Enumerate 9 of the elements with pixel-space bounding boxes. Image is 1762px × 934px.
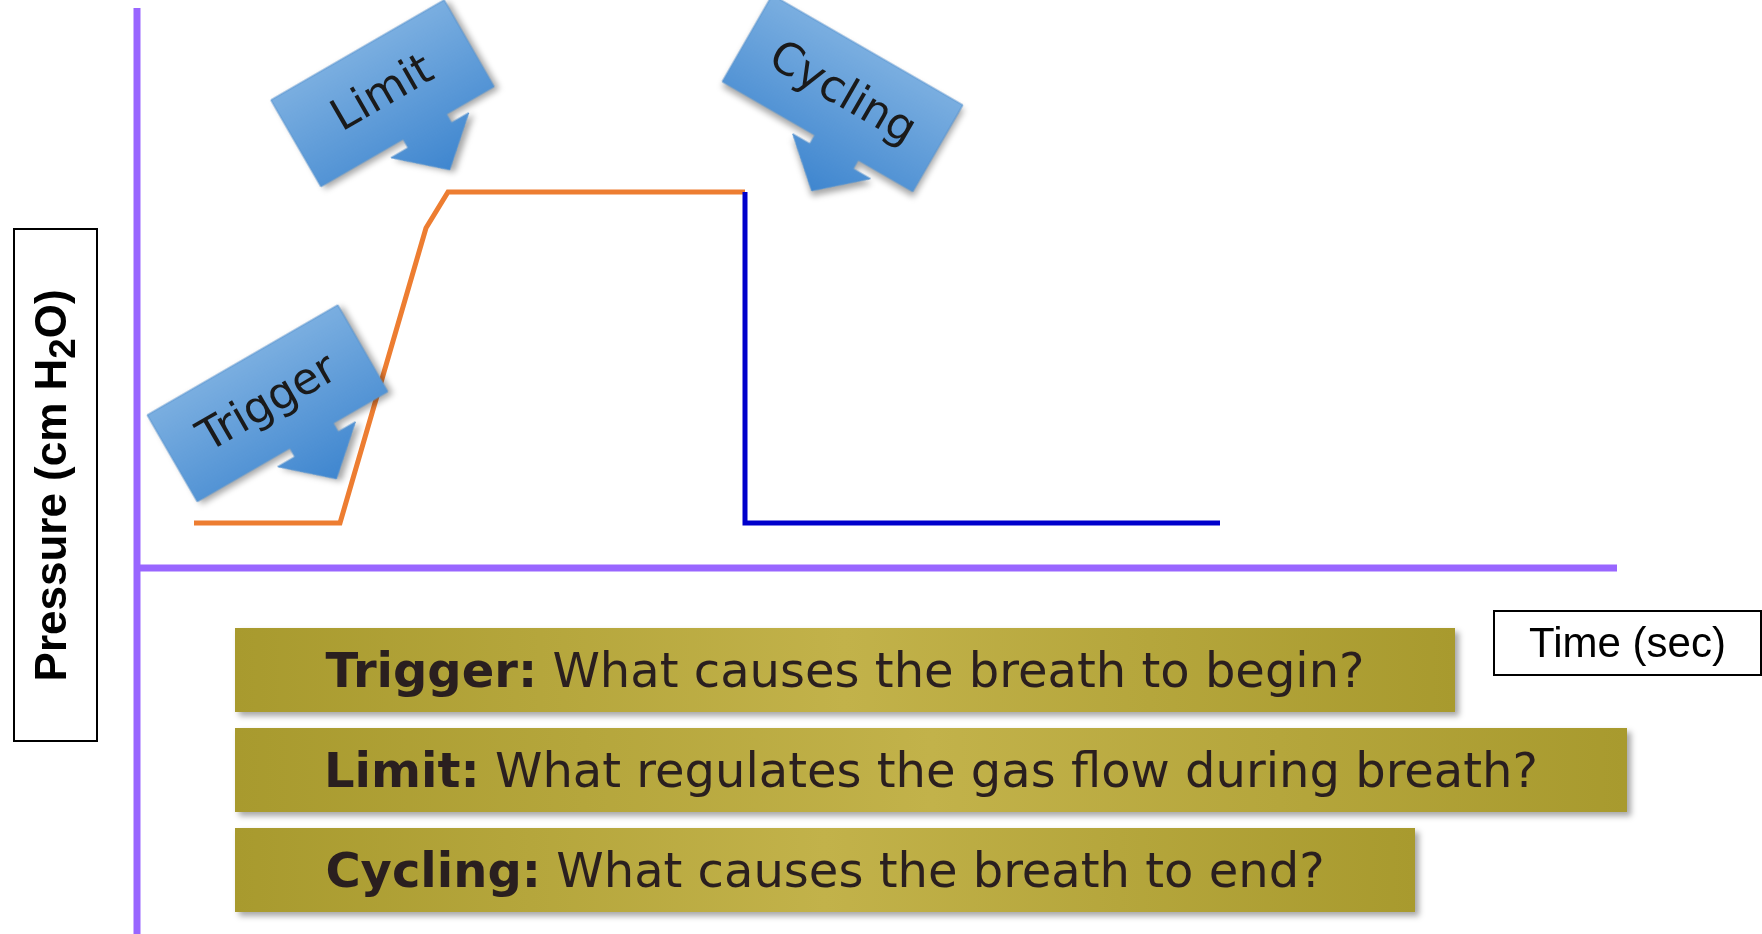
definition-banner xyxy=(235,728,1627,812)
axis-title-box xyxy=(1493,610,1762,676)
axis-title-box xyxy=(13,228,98,742)
definition-text: Trigger: What causes the breath to begin? xyxy=(325,642,1365,698)
definition-banner xyxy=(235,828,1415,912)
axis-title: Time (sec) xyxy=(1529,619,1726,667)
definition-text: Cycling: What causes the breath to end? xyxy=(325,842,1325,898)
definition-banner xyxy=(235,628,1455,712)
definition-text: Limit: What regulates the gas flow during breath? xyxy=(324,742,1538,798)
